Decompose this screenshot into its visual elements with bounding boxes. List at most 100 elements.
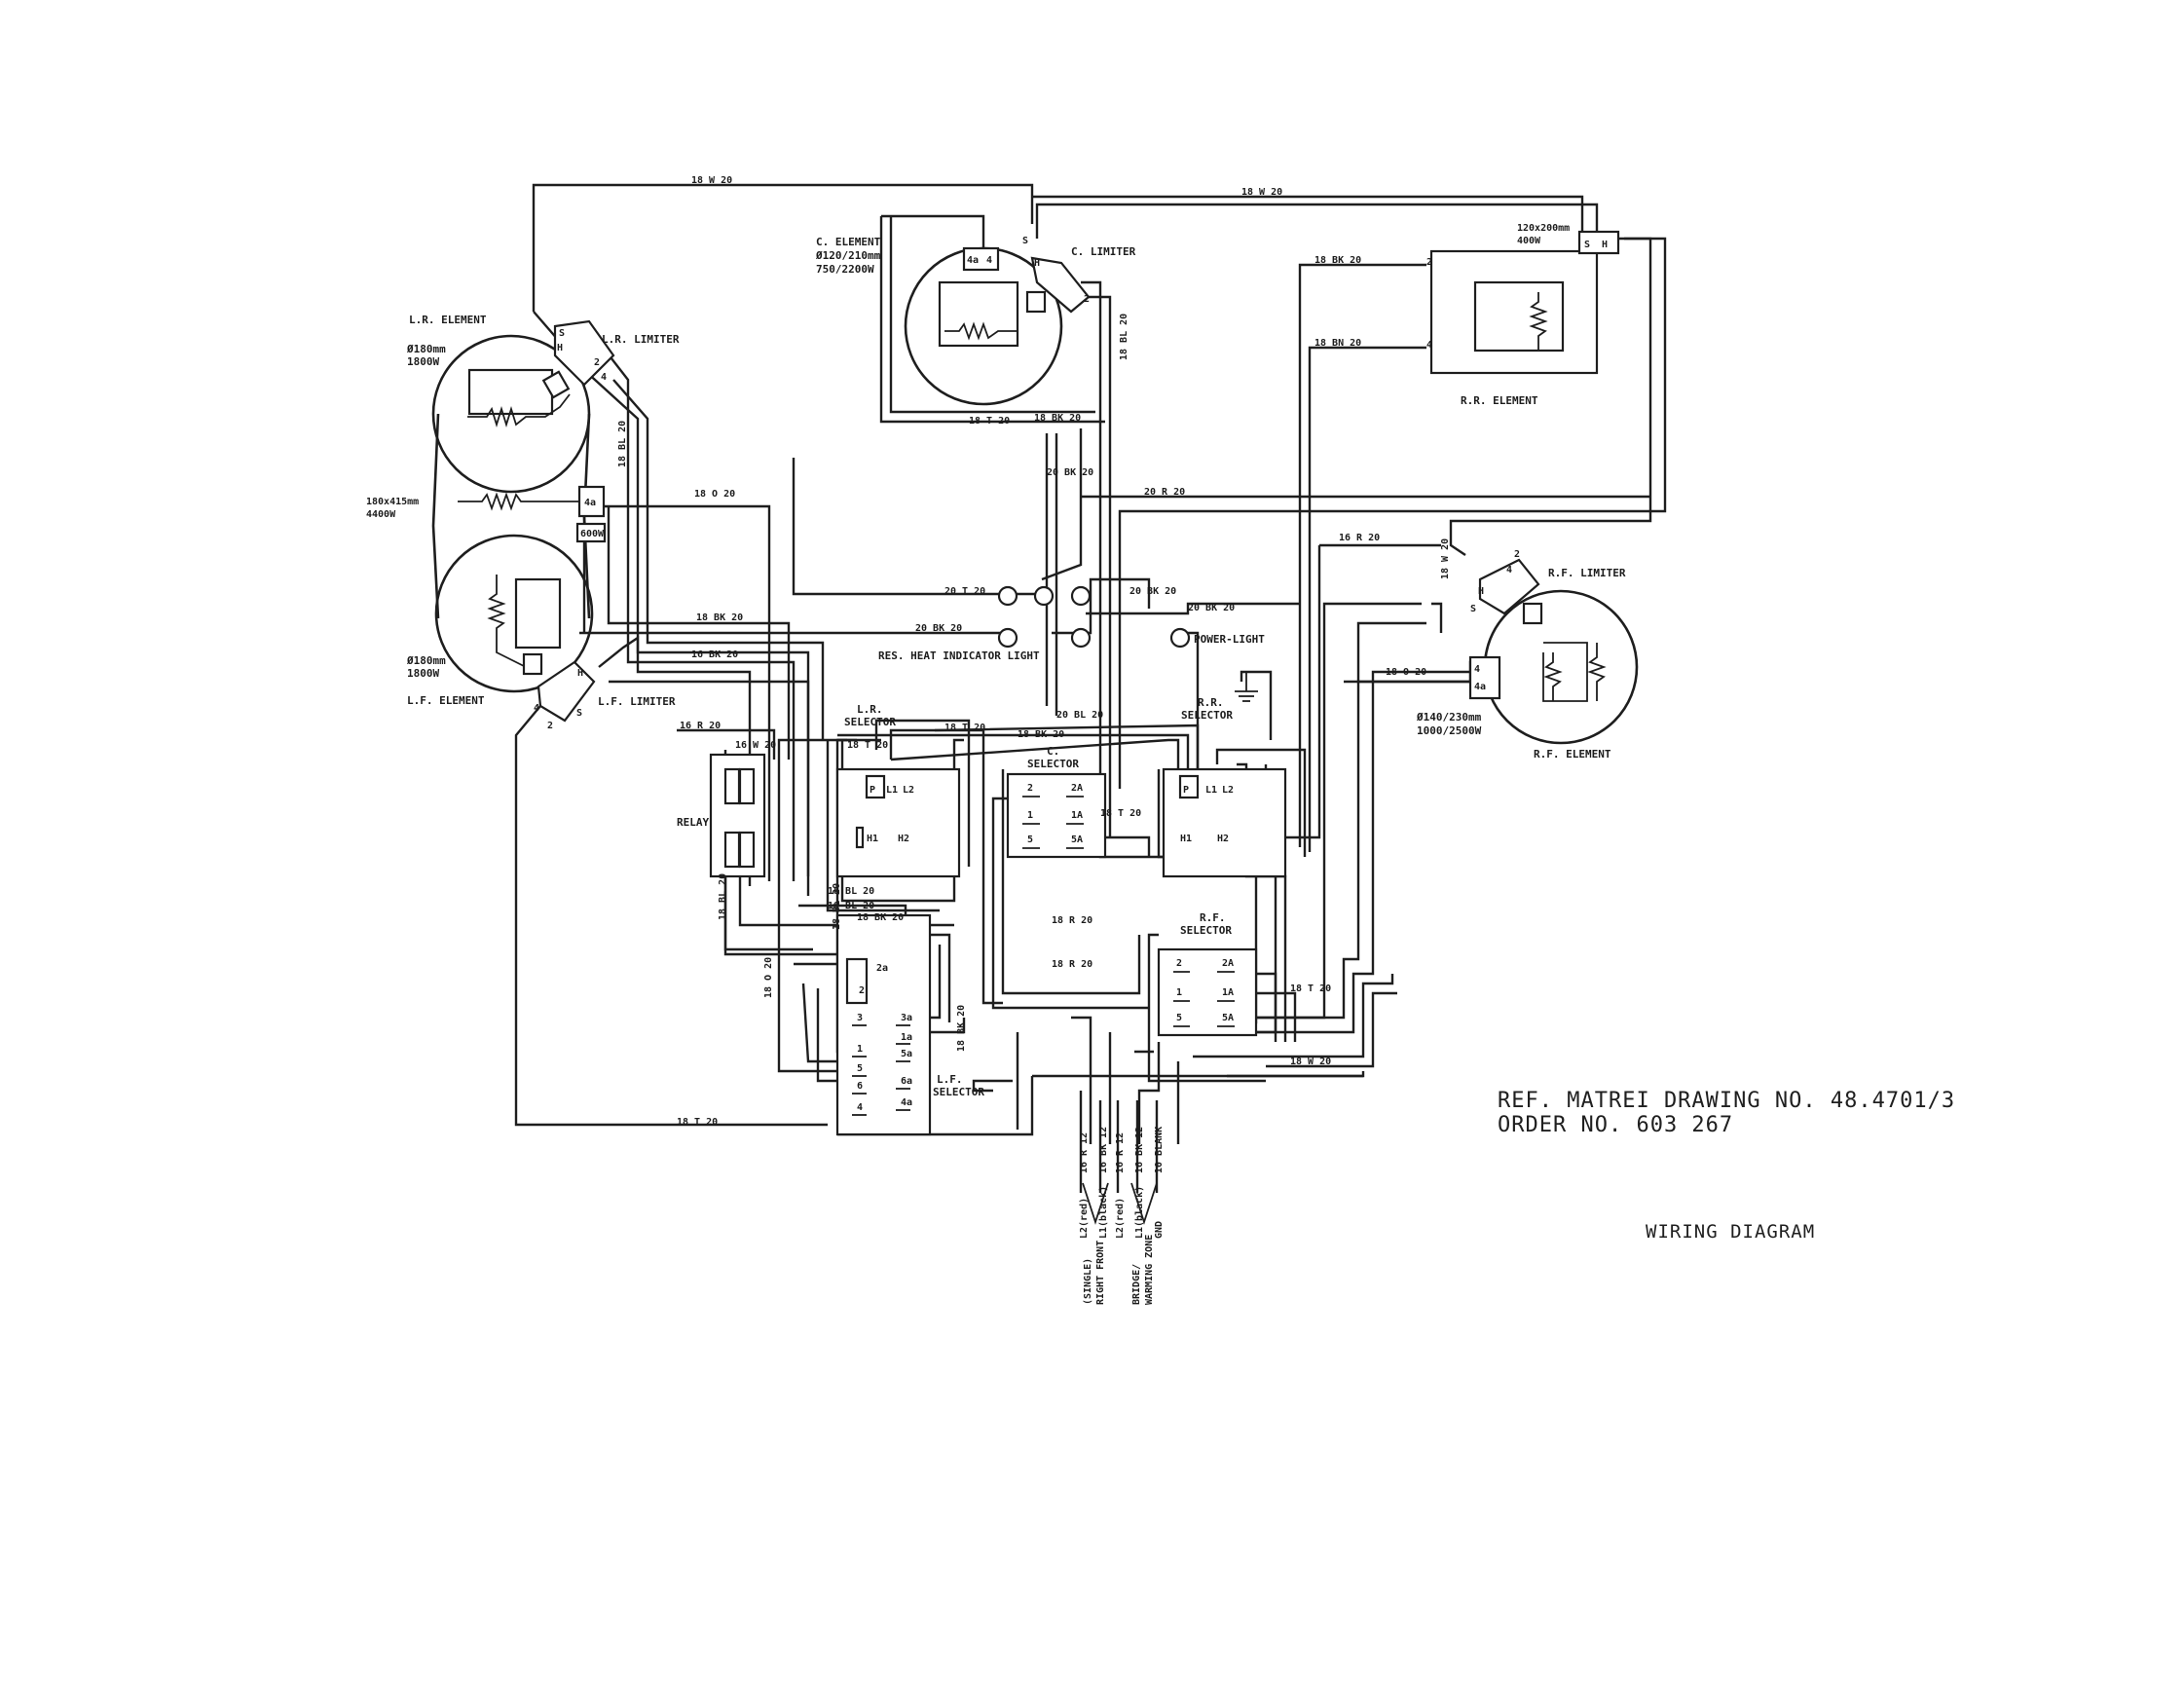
lf-sel-2: 2: [859, 985, 865, 996]
wire-label: 18 W 20: [1440, 538, 1451, 579]
bridge-size: 180x415mm: [366, 497, 419, 507]
relay-label: RELAY: [677, 816, 709, 829]
supply-leads: 16 R 12 16 BK 12 16 R 12 16 BK 12 10 BLA…: [1079, 1127, 1165, 1305]
zone-label: WARMING ZONE: [1144, 1235, 1155, 1305]
order-number: ORDER NO. 603 267: [1498, 1113, 1734, 1137]
wire-label: 18 BK 20: [696, 612, 743, 623]
relay: RELAY: [677, 753, 766, 878]
rf-element: 4 4a R.F. ELEMENT Ø140/230mm 1000/2500W: [1416, 589, 1639, 761]
rf-selector-name: R.F.: [1200, 911, 1226, 924]
rr-sel-l2: L2: [1222, 785, 1234, 796]
lead-label: 10 BLANK: [1154, 1127, 1165, 1173]
lf-limiter: H S 4 2 L.F. LIMITER: [534, 660, 676, 731]
lr-limiter-label: L.R. LIMITER: [602, 333, 680, 346]
lr-limiter-h: H: [557, 343, 563, 353]
rf-sel-1a: 1A: [1222, 987, 1234, 998]
lr-element-label: L.R. ELEMENT: [409, 314, 487, 326]
wire-label: 18 T 20: [677, 1117, 718, 1128]
ground-symbol: [1235, 671, 1271, 702]
c-element-power: 750/2200W: [816, 263, 874, 276]
wire-label: 18 W 20: [1290, 1057, 1331, 1067]
lr-sel-l1: L1: [886, 785, 898, 796]
c-limiter-s: S: [1022, 236, 1028, 246]
rf-sel-5a: 5A: [1222, 1013, 1234, 1023]
rr-element-size: 120x200mm: [1517, 223, 1570, 234]
rr-element-power: 400W: [1517, 236, 1541, 246]
rr-element-s: S: [1584, 240, 1590, 250]
wire-label: 18 T 20: [969, 416, 1010, 427]
lr-selector-name: L.R.: [857, 703, 883, 716]
zone-label: BRIDGE/: [1131, 1264, 1142, 1305]
rr-element-h: H: [1602, 240, 1608, 250]
wire-label: 20 BK 20: [915, 623, 962, 634]
bridge-element: 4a 600W 180x415mm 4400W: [366, 413, 607, 619]
rr-sel-p: P: [1183, 785, 1189, 796]
c-limiter-h: H: [1034, 258, 1040, 269]
rr-element-2: 2: [1426, 257, 1432, 268]
lr-sel-l2: L2: [903, 785, 914, 796]
c-element-4a: 4a: [967, 255, 979, 266]
wire-label: 18 BL 20: [1119, 314, 1129, 360]
rr-sel-l1: L1: [1205, 785, 1217, 796]
c-selector-label: SELECTOR: [1027, 758, 1079, 770]
lf-sel-4a: 4a: [901, 1097, 912, 1108]
lead-label: 16 BK 12: [1098, 1127, 1109, 1173]
c-sel-5a: 5A: [1071, 835, 1083, 845]
wire-label: 18 BK 20: [857, 912, 904, 923]
rf-selector: 2 2A 1 1A 5 5A R.F. SELECTOR: [1157, 911, 1258, 1037]
lead-label: L2(red): [1079, 1198, 1090, 1239]
wire-label: 20 BK 20: [1047, 467, 1093, 478]
lf-sel-5: 5: [857, 1063, 863, 1074]
wire-labels: 18 W 20 18 W 20 18 BK 20 18 BN 20 18 O 2…: [617, 175, 1451, 1128]
rr-selector-name: R.R.: [1198, 696, 1224, 709]
c-sel-5: 5: [1027, 835, 1033, 845]
lf-sel-4: 4: [857, 1102, 863, 1113]
rf-element-power: 1000/2500W: [1417, 724, 1482, 737]
wire-label: 18 R 20: [1052, 959, 1092, 970]
lf-sel-1a: 1a: [901, 1032, 912, 1043]
bridge-power: 4400W: [366, 509, 396, 520]
c-limiter: S H 2 C. LIMITER: [1022, 236, 1136, 314]
res-heat-indicator-lights: RES. HEAT INDICATOR LIGHT: [878, 585, 1092, 662]
lr-limiter: S H 2 4 L.R. LIMITER: [553, 319, 680, 387]
lf-limiter-label: L.F. LIMITER: [598, 695, 676, 708]
rr-element: S H 2 4 120x200mm 400W R.R. ELEMENT: [1426, 223, 1620, 407]
lr-sel-h1: H1: [867, 834, 878, 844]
lf-sel-2a: 2a: [876, 963, 888, 974]
rf-element-4: 4: [1474, 664, 1480, 675]
c-limiter-label: C. LIMITER: [1071, 245, 1136, 258]
rf-sel-5: 5: [1176, 1013, 1182, 1023]
wire-label: 18 BL 20: [828, 886, 874, 897]
wire-label: 20 BL 20: [1056, 710, 1103, 721]
zone-label: RIGHT FRONT: [1095, 1241, 1106, 1305]
power-light-label: POWER-LIGHT: [1194, 633, 1265, 646]
lf-sel-1: 1: [857, 1044, 863, 1055]
lead-label: L2(red): [1115, 1198, 1126, 1239]
lr-limiter-2: 2: [594, 357, 600, 368]
c-sel-2: 2: [1027, 783, 1033, 794]
res-heat-indicator-label: RES. HEAT INDICATOR LIGHT: [878, 649, 1040, 662]
wire-label: 20 BK 20: [1188, 603, 1235, 613]
wire-label: 18 O 20: [694, 489, 735, 500]
power-light: POWER-LIGHT: [1169, 627, 1265, 649]
lf-limiter-2: 2: [547, 721, 553, 731]
rf-limiter: 2 4 H S R.F. LIMITER: [1470, 549, 1626, 625]
lead-label: GND: [1154, 1221, 1165, 1239]
rf-limiter-label: R.F. LIMITER: [1548, 567, 1626, 579]
lr-sel-p: P: [870, 785, 875, 796]
c-element-4: 4: [986, 255, 992, 266]
lr-element: L.R. ELEMENT Ø180mm 1800W: [406, 314, 591, 494]
lr-limiter-s: S: [559, 328, 565, 339]
wire-label: 18 O 20: [1386, 667, 1426, 678]
rf-element-4a: 4a: [1474, 682, 1486, 692]
lf-sel-5a: 5a: [901, 1049, 912, 1059]
rf-sel-2a: 2A: [1222, 958, 1234, 969]
lr-selector-label: SELECTOR: [844, 716, 896, 728]
c-selector: 2 2A 1 1A 5 5A C. SELECTOR: [1006, 745, 1107, 859]
c-sel-1a: 1A: [1071, 810, 1083, 821]
rf-sel-2: 2: [1176, 958, 1182, 969]
rf-limiter-4: 4: [1506, 565, 1512, 575]
wire-label: 18 T 20: [847, 740, 888, 751]
c-limiter-2: 2: [1084, 294, 1090, 305]
